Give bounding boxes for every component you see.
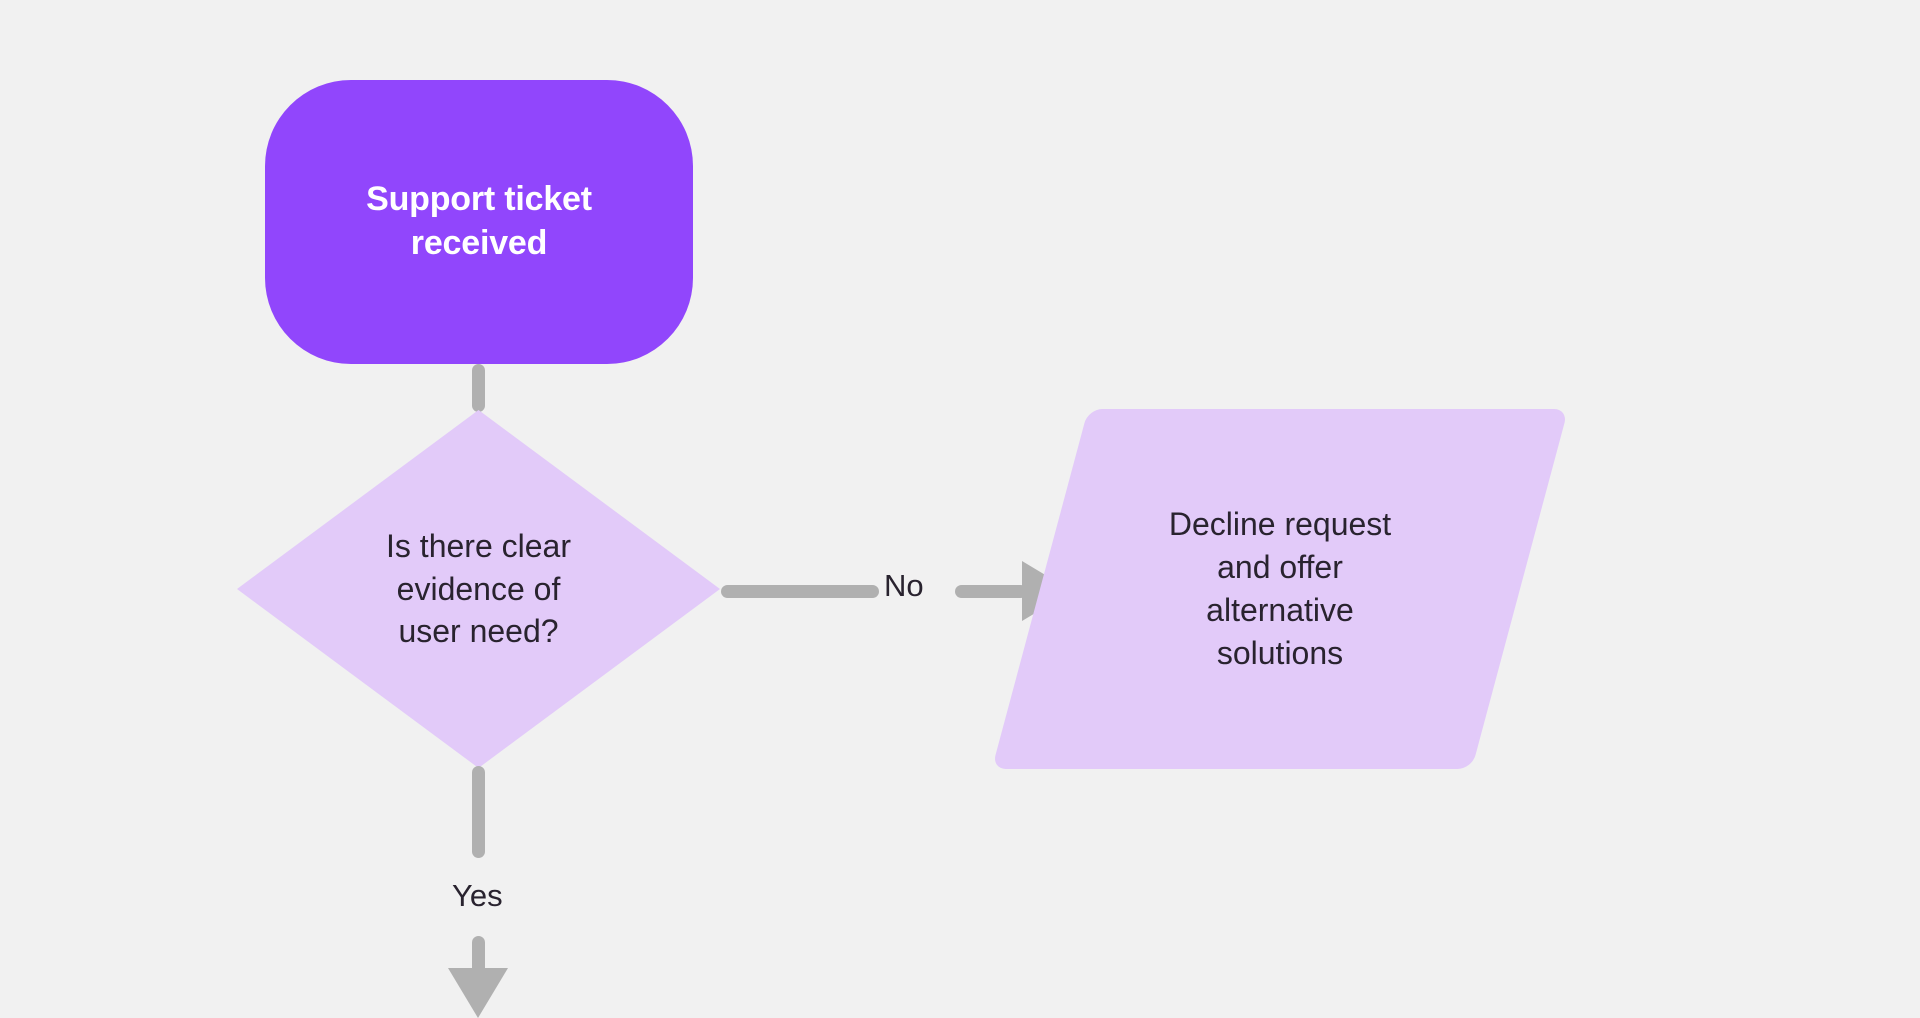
node-start-label: Support ticket received [349,178,609,265]
connector-no-segment-right [955,585,1027,598]
arrowhead-down-icon [448,968,508,1018]
node-is-there-clear-evidence-of-user-need[interactable]: Is there clear evidence of user need? [237,410,720,768]
node-start-label-line2: received [410,224,548,262]
node-decline-label-line3: alternative [1206,592,1354,628]
node-decline-label: Decline request and offer alternative so… [1140,503,1420,675]
node-decline-label-line2: and offer [1217,549,1343,586]
node-decision-label-line3: user need? [398,613,559,650]
connector-no-segment-left [721,585,879,598]
node-decision-label-line1: Is there clear [386,528,571,565]
edge-label-no: No [884,568,924,603]
node-decline-label-line4: solutions [1216,634,1344,671]
connector-start-to-decision [472,364,485,412]
edge-label-yes: Yes [452,878,503,913]
connector-yes-segment-bottom [472,936,485,976]
node-decline-label-line1: Decline request [1168,506,1392,543]
node-decision-label: Is there clear evidence of user need? [344,525,614,653]
node-decline-request-and-offer-alternative-solutions[interactable]: Decline request and offer alternative so… [991,409,1569,769]
node-start-label-line1: Support ticket [366,180,592,219]
node-decision-label-line2: evidence of [396,570,561,607]
node-support-ticket-received[interactable]: Support ticket received [265,80,693,364]
connector-yes-segment-top [472,766,485,858]
